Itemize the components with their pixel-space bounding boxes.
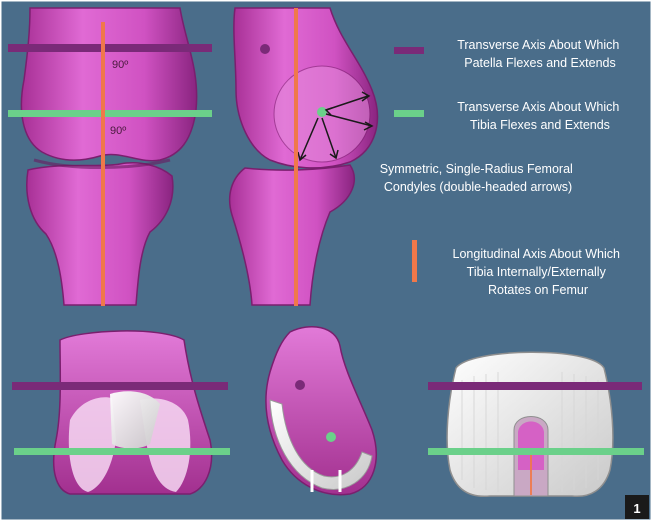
tibia-axis-dot-implant — [326, 432, 336, 442]
legend-swatch-rotation — [412, 240, 417, 282]
patella-axis-dot — [260, 44, 270, 54]
frontal-femur — [21, 8, 196, 161]
patella-axis-line-implant-frontal — [12, 382, 228, 390]
rotation-axis-lateral — [294, 8, 298, 306]
patella-axis-dot-implant — [295, 380, 305, 390]
implant-posterior — [447, 352, 613, 496]
patella-axis-line-implant-posterior — [428, 382, 642, 390]
rotation-axis-frontal — [101, 22, 105, 306]
legend-swatch-patella — [394, 47, 424, 54]
patella-axis-line-frontal — [8, 44, 212, 52]
angle-label-upper: 90º — [112, 59, 128, 71]
figure-number: 1 — [633, 501, 640, 516]
tibia-axis-line-implant-posterior — [428, 448, 644, 455]
tibia-axis-line-frontal — [8, 110, 212, 117]
tibia-axis-dot — [317, 107, 327, 117]
angle-label-lower: 90º — [110, 125, 126, 137]
legend-swatch-tibia — [394, 110, 424, 117]
tibia-axis-line-implant-frontal — [14, 448, 230, 455]
